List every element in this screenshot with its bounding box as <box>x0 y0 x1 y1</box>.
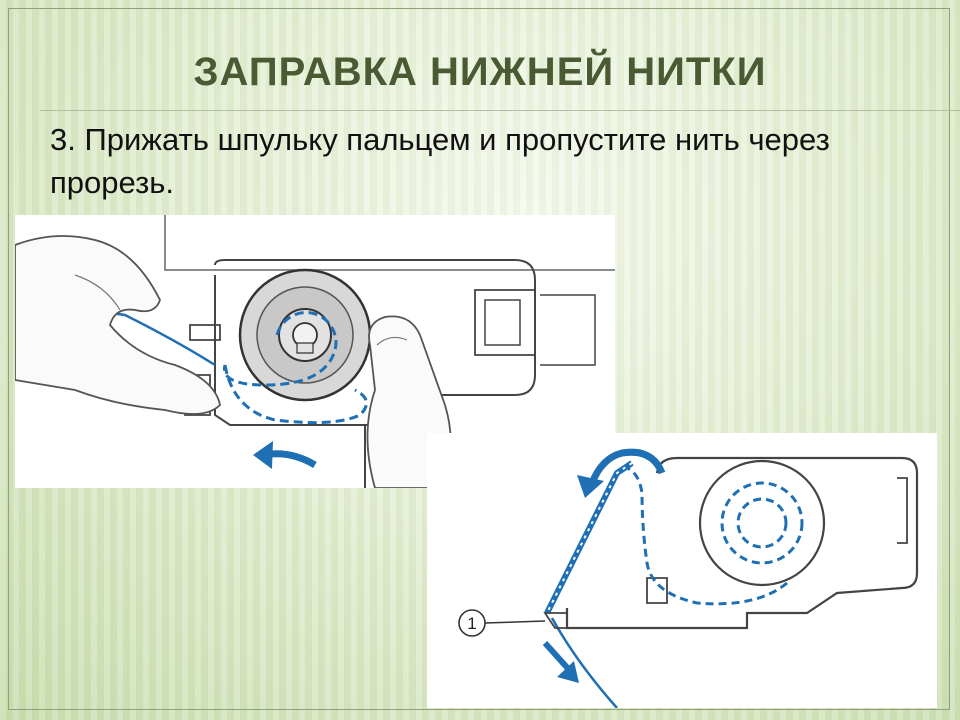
thread-slit-illustration: 1 <box>427 433 937 708</box>
instruction-text: 3. Прижать шпульку пальцем и пропустите … <box>50 122 830 200</box>
slide-title: ЗАПРАВКА НИЖНЕЙ НИТКИ <box>193 50 767 94</box>
callout-number: 1 <box>467 614 476 633</box>
slide-frame <box>8 8 950 710</box>
callout-circle <box>458 609 486 637</box>
title-divider <box>40 110 960 111</box>
